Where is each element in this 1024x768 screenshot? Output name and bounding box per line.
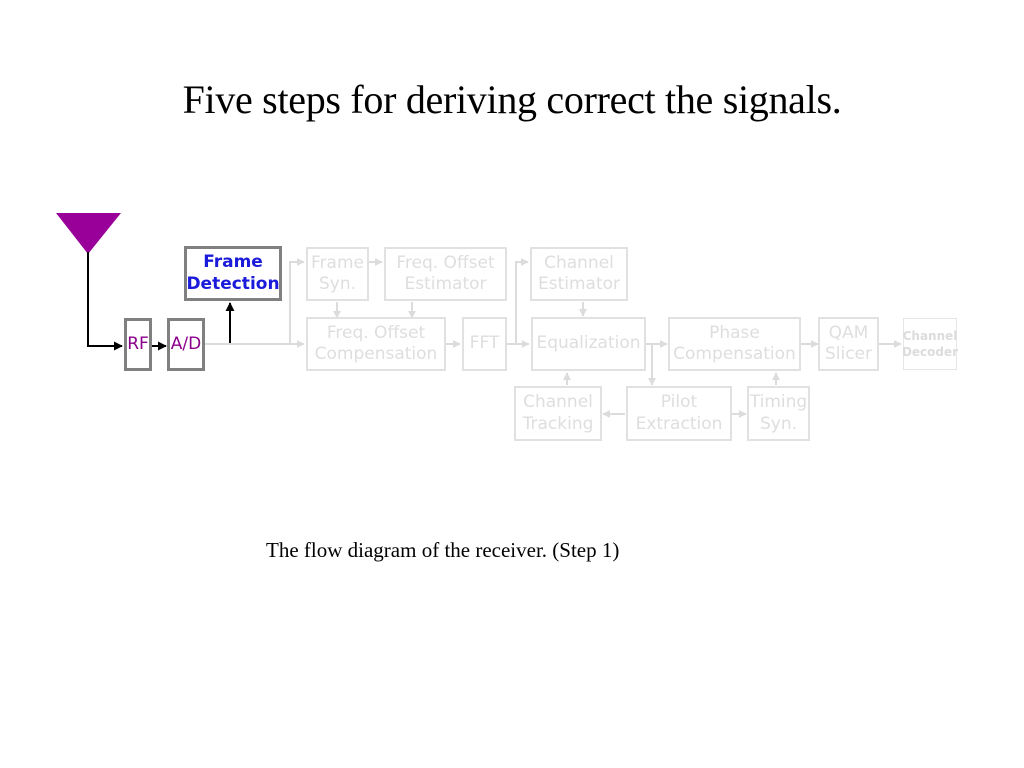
frame-syn-block: Frame Syn. bbox=[306, 247, 369, 301]
equalization-label: Equalization bbox=[536, 333, 641, 354]
frame-detection-block: Frame Detection bbox=[184, 246, 282, 301]
channel-decoder-line-1: Channel bbox=[902, 328, 958, 343]
diagram-caption: The flow diagram of the receiver. (Step … bbox=[266, 538, 620, 562]
freq-offset-compensation-block: Freq. Offset Compensation bbox=[306, 317, 446, 371]
phase-compensation-block: Phase Compensation bbox=[668, 317, 801, 371]
timing-syn-line-1: Timing bbox=[749, 392, 808, 413]
frame-detection-line-1: Frame bbox=[203, 252, 263, 273]
pilot-extraction-line-1: Pilot bbox=[660, 392, 698, 413]
phase-compensation-line-1: Phase bbox=[709, 322, 760, 343]
channel-estimator-line-2: Estimator bbox=[537, 274, 621, 294]
phase-compensation-line-2: Compensation bbox=[673, 344, 796, 364]
qam-slicer-block: QAM Slicer bbox=[818, 317, 879, 371]
channel-tracking-line-2: Tracking bbox=[522, 413, 594, 434]
frame-syn-line-1: Frame bbox=[311, 252, 364, 273]
fft-block: FFT bbox=[462, 317, 507, 371]
channel-tracking-line-1: Channel bbox=[523, 392, 593, 413]
ad-block: A/D bbox=[167, 318, 205, 371]
pilot-extraction-block: Pilot Extraction bbox=[626, 386, 732, 441]
timing-syn-block: Timing Syn. bbox=[747, 386, 810, 441]
channel-decoder-block: Channel Decoder bbox=[901, 318, 959, 370]
equalization-block: Equalization bbox=[531, 317, 646, 371]
inactive-connections bbox=[204, 258, 902, 418]
channel-estimator-line-1: Channel bbox=[544, 252, 614, 273]
fft-label: FFT bbox=[469, 333, 500, 354]
slide-title: Five steps for deriving correct the sign… bbox=[182, 77, 842, 122]
frame-detection-line-2: Detection bbox=[186, 273, 280, 294]
qam-slicer-line-2: Slicer bbox=[824, 344, 873, 364]
antenna-icon bbox=[56, 213, 121, 254]
timing-syn-line-2: Syn. bbox=[759, 413, 798, 434]
pilot-extraction-line-2: Extraction bbox=[635, 413, 723, 434]
channel-tracking-block: Channel Tracking bbox=[514, 386, 602, 441]
freq-offset-estimator-block: Freq. Offset Estimator bbox=[384, 247, 507, 301]
frame-syn-line-2: Syn. bbox=[318, 274, 357, 294]
rf-label: RF bbox=[127, 333, 149, 354]
freq-offset-estimator-line-1: Freq. Offset bbox=[396, 252, 495, 273]
qam-slicer-line-1: QAM bbox=[828, 322, 869, 343]
freq-offset-compensation-line-1: Freq. Offset bbox=[326, 322, 426, 343]
channel-decoder-line-2: Decoder bbox=[901, 345, 959, 359]
ad-label: A/D bbox=[170, 333, 202, 354]
freq-offset-estimator-line-2: Estimator bbox=[404, 274, 487, 294]
freq-offset-compensation-line-2: Compensation bbox=[314, 344, 438, 364]
rf-block: RF bbox=[124, 318, 152, 371]
channel-estimator-block: Channel Estimator bbox=[530, 247, 628, 301]
